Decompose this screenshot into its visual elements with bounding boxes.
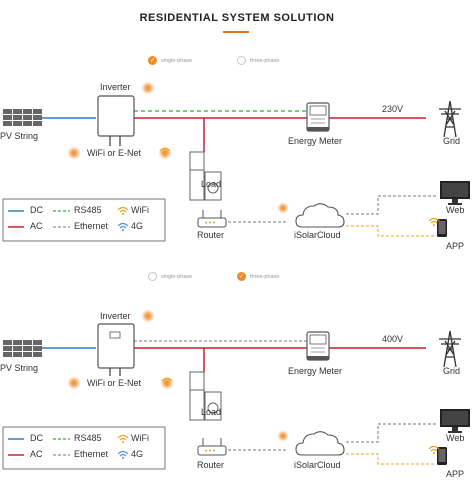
inverter-hotspot-icon bbox=[141, 309, 155, 323]
legend-4g: 4G bbox=[131, 221, 144, 231]
legend-rs485: RS485 bbox=[74, 433, 102, 443]
inverter-hotspot-icon bbox=[141, 81, 155, 95]
legend-dc: DC bbox=[30, 205, 43, 215]
pv-string-label: PV String bbox=[0, 131, 39, 141]
load-label: Load bbox=[201, 407, 222, 417]
legend-wifi: WiFi bbox=[131, 433, 149, 443]
legend-ac: AC bbox=[30, 449, 43, 459]
ethernet-web-wire bbox=[346, 423, 438, 443]
wifi-app-wire bbox=[346, 225, 436, 237]
radio-label: three-phase bbox=[250, 57, 280, 64]
pv-string-icon bbox=[3, 109, 42, 126]
energy-meter-label: Energy Meter bbox=[288, 366, 343, 376]
radio-single-phase-bottom[interactable]: single-phase bbox=[148, 272, 192, 281]
grid-tower-icon bbox=[438, 330, 462, 368]
cloud-hotspot-icon bbox=[277, 430, 289, 442]
wifi-hotspot-icon bbox=[67, 376, 81, 390]
cloud-icon bbox=[295, 203, 345, 228]
grid-label: Grid bbox=[443, 136, 461, 146]
legend-box bbox=[2, 198, 166, 242]
wifi-or-enet-label: WiFi or E-Net bbox=[87, 378, 141, 388]
radio-unchecked-icon bbox=[148, 272, 157, 281]
legend-4g: 4G bbox=[131, 449, 144, 459]
radio-checked-icon: ✓ bbox=[148, 56, 157, 65]
legend-box bbox=[2, 426, 166, 470]
inverter-icon bbox=[97, 95, 135, 137]
cloud-label: iSolarCloud bbox=[294, 460, 341, 470]
radio-label: single-phase bbox=[161, 273, 193, 280]
radio-label: single-phase bbox=[161, 57, 193, 64]
legend-wifi: WiFi bbox=[131, 205, 149, 215]
router-icon bbox=[197, 209, 227, 228]
radio-checked-icon: ✓ bbox=[237, 272, 246, 281]
energy-meter-icon bbox=[306, 331, 330, 361]
grid-voltage-label: 230V bbox=[382, 104, 404, 114]
cloud-label: iSolarCloud bbox=[294, 230, 341, 240]
inverter-icon bbox=[97, 323, 135, 369]
pv-string-icon bbox=[3, 340, 42, 357]
web-monitor-icon bbox=[440, 181, 470, 205]
ethernet-web-wire bbox=[346, 195, 438, 215]
load-label: Load bbox=[201, 179, 222, 189]
panel-three-phase bbox=[2, 309, 470, 470]
radio-label: three-phase bbox=[250, 273, 280, 280]
legend-ethernet: Ethernet bbox=[74, 449, 109, 459]
wifi-app-wire bbox=[346, 453, 436, 465]
pv-string-label: PV String bbox=[0, 363, 39, 373]
energy-meter-label: Energy Meter bbox=[288, 136, 343, 146]
app-label: APP bbox=[446, 469, 465, 479]
legend-dc: DC bbox=[30, 433, 43, 443]
inverter-label: Inverter bbox=[100, 311, 131, 321]
page-title: RESIDENTIAL SYSTEM SOLUTION bbox=[139, 12, 335, 24]
web-label: Web bbox=[446, 433, 465, 443]
legend-rs485: RS485 bbox=[74, 205, 102, 215]
wifi-hotspot-icon bbox=[67, 146, 81, 160]
radio-single-phase-top[interactable]: ✓ single-phase bbox=[148, 56, 192, 65]
web-label: Web bbox=[446, 205, 465, 215]
radio-three-phase-top[interactable]: three-phase bbox=[237, 56, 279, 65]
energy-meter-icon bbox=[306, 102, 330, 132]
wifi-or-enet-label: WiFi or E-Net bbox=[87, 148, 141, 158]
app-phone-icon bbox=[437, 219, 447, 237]
load-icon bbox=[189, 151, 222, 201]
router-label: Router bbox=[197, 460, 225, 470]
radio-three-phase-bottom[interactable]: ✓ three-phase bbox=[237, 272, 279, 281]
grid-voltage-label: 400V bbox=[382, 334, 404, 344]
app-label: APP bbox=[446, 241, 465, 251]
grid-tower-icon bbox=[438, 100, 462, 138]
cloud-icon bbox=[295, 431, 345, 456]
title-underline bbox=[223, 31, 249, 33]
grid-label: Grid bbox=[443, 366, 461, 376]
panel-single-phase bbox=[2, 81, 470, 242]
legend-ethernet: Ethernet bbox=[74, 221, 109, 231]
web-monitor-icon bbox=[440, 409, 470, 433]
radio-unchecked-icon bbox=[237, 56, 246, 65]
legend-ac: AC bbox=[30, 221, 43, 231]
app-phone-icon bbox=[437, 447, 447, 465]
router-label: Router bbox=[197, 230, 225, 240]
inverter-label: Inverter bbox=[100, 82, 131, 92]
router-icon bbox=[197, 437, 227, 456]
cloud-hotspot-icon bbox=[277, 202, 289, 214]
